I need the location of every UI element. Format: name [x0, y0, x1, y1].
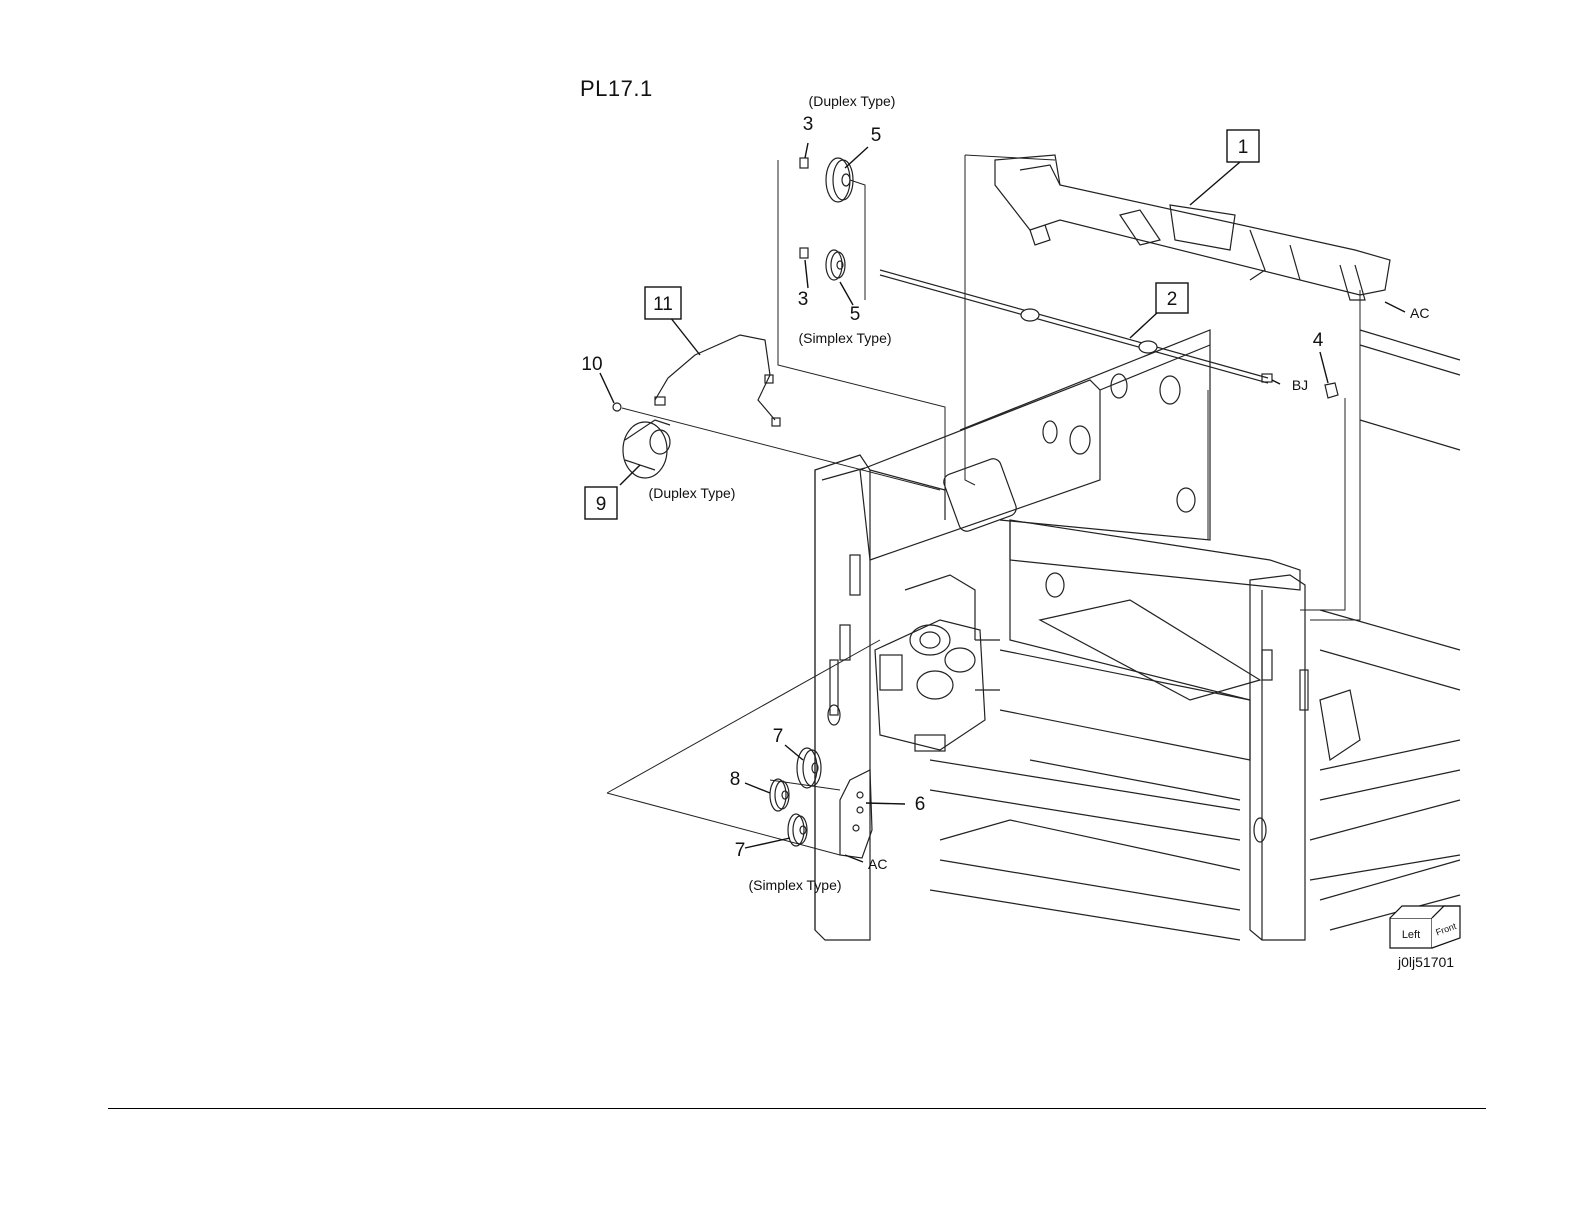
part-10-screw — [613, 403, 621, 411]
callout-8: 8 — [730, 769, 741, 790]
callout-7-upper: 7 — [773, 726, 784, 747]
part-11-harness — [655, 335, 780, 426]
guide-lines — [607, 155, 1360, 855]
part-9-motor — [623, 420, 670, 478]
gear-7-lower — [788, 814, 807, 846]
svg-text:11: 11 — [653, 294, 673, 315]
svg-text:Left: Left — [1402, 929, 1420, 941]
note-simplex-type-bottom: (Simplex Type) — [748, 877, 841, 893]
gear-8 — [770, 779, 789, 811]
note-simplex-type-top: (Simplex Type) — [798, 330, 891, 346]
footer-divider — [108, 1108, 1486, 1109]
callout-3-duplex: 3 — [803, 114, 814, 135]
connector-ac-top: AC — [1410, 305, 1429, 321]
connector-bj: BJ — [1292, 377, 1308, 393]
connector-ac-bottom: AC — [868, 856, 887, 872]
callout-5-simplex: 5 — [850, 304, 861, 325]
machine-frame — [815, 330, 1460, 940]
svg-text:2: 2 — [1167, 289, 1178, 310]
callout-6: 6 — [915, 794, 926, 815]
drive-assembly — [875, 575, 1000, 751]
callout-11: 11 — [645, 287, 681, 319]
note-duplex-type-top: (Duplex Type) — [809, 93, 896, 109]
callout-9: 9 — [585, 487, 617, 519]
gear-7-upper — [797, 748, 821, 788]
callout-3-simplex: 3 — [798, 289, 809, 310]
orientation-cube-icon: Left Front — [1390, 906, 1460, 948]
figure-id: j0lj51701 — [1398, 954, 1454, 970]
callout-5-duplex: 5 — [871, 125, 882, 146]
callout-leaders — [600, 143, 1405, 862]
part-2-shaft — [880, 270, 1272, 383]
gear-duplex-top — [800, 158, 853, 202]
svg-text:9: 9 — [596, 494, 607, 515]
note-duplex-type-motor: (Duplex Type) — [649, 485, 736, 501]
callout-10: 10 — [581, 354, 602, 375]
part-4-clip — [1325, 383, 1338, 398]
callout-1: 1 — [1227, 130, 1259, 162]
callout-4: 4 — [1313, 330, 1324, 351]
callout-7-lower: 7 — [735, 840, 746, 861]
part-1-cover — [995, 155, 1390, 300]
callout-2: 2 — [1156, 283, 1188, 313]
part-6-bracket — [840, 770, 872, 858]
svg-text:1: 1 — [1238, 137, 1249, 158]
